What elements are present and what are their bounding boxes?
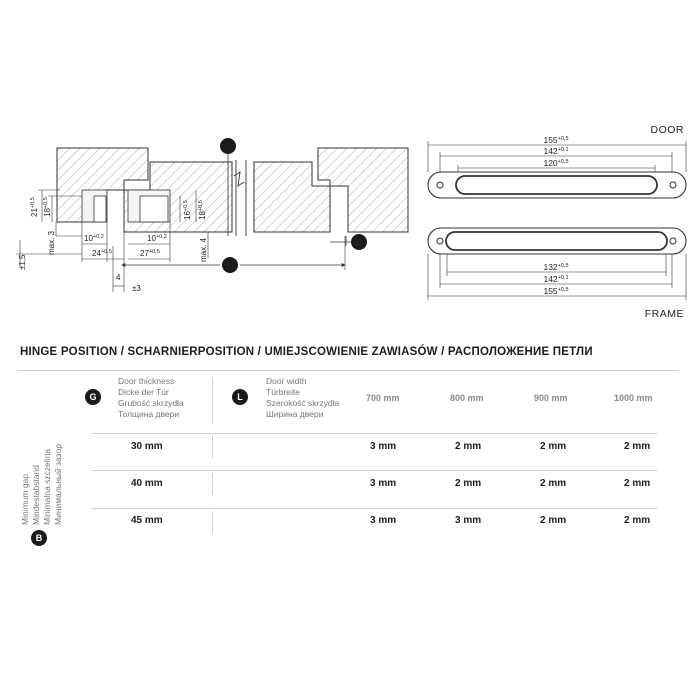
b-marker-label: B [356,238,363,248]
row-1-thickness: 30 mm [131,441,163,452]
col-800: 800 mm [450,393,484,403]
door-plate [427,171,687,199]
hinge-technical-drawing: G B L 21+0,5 18+0,5 max. 3 10+0,2 24+0 [16,124,687,320]
row-divider [92,470,657,471]
frame-label: FRAME [645,308,684,320]
frame-dim-142: 142+0,1 [543,274,568,284]
g-marker-label: G [224,142,231,152]
break-lines [233,160,247,236]
dim-24: 24+0,5 [92,249,112,258]
g-marker-circle [220,138,236,154]
dim-10-frame: 10+0,2 [84,234,104,243]
l-badge: L [232,389,248,405]
right-frame-section [317,147,409,233]
row-2-700: 3 mm [370,478,397,489]
dim-10-door: 10+0,2 [147,234,167,243]
dim-4: 4 [116,273,121,282]
dim-18-frame: 18+0,5 [43,197,52,217]
dim-max-3: max. 3 [47,230,56,255]
row-3-900: 2 mm [540,515,567,526]
minimum-gap-header: Minimum gap Mindestabstand Minimalna szc… [20,444,63,525]
door-hinge-pocket [127,189,171,223]
table-title: HINGE POSITION / SCHARNIERPOSITION / UMI… [20,346,593,358]
row-2-thickness: 40 mm [131,478,163,489]
door-label: DOOR [651,124,685,136]
frame-dim-132: 132+0,5 [543,262,568,272]
row-separator [212,436,213,458]
row-2-800: 2 mm [455,478,482,489]
dim-max-4: max. 4 [199,237,208,262]
header-separator [212,378,213,424]
b-badge: B [31,530,47,546]
row-1-1000: 2 mm [624,441,651,452]
title-divider [18,370,678,371]
col-700: 700 mm [366,393,400,403]
col-900: 900 mm [534,393,568,403]
door-dim-120: 120+0,5 [543,158,568,168]
g-badge: G [85,389,101,405]
row-3-1000: 2 mm [624,515,651,526]
b-marker-circle [351,234,367,250]
row-divider [92,433,657,434]
frame-hinge-pocket [81,189,108,223]
dim-27: 27+0,5 [140,249,160,258]
l-marker-circle [222,257,238,273]
col-1000: 1000 mm [614,393,653,403]
door-dim-155: 155+0,5 [543,135,568,145]
row-2-900: 2 mm [540,478,567,489]
dim-16: 16+0,5 [183,200,192,220]
dim-pm-1-5: ±1,5 [18,254,27,270]
dim-21: 21+0,5 [30,197,39,217]
frame-plate [427,227,687,255]
row-separator [212,511,213,533]
row-3-thickness: 45 mm [131,515,163,526]
row-2-1000: 2 mm [624,478,651,489]
row-1-900: 2 mm [540,441,567,452]
row-1-800: 2 mm [455,441,482,452]
door-width-header: Door width Türbreite Szerokość skrzydła … [266,376,340,419]
dim-18-door: 18+0,5 [198,200,207,220]
l-marker-label: L [227,261,233,271]
frame-dim-155: 155+0,5 [543,286,568,296]
row-3-700: 3 mm [370,515,397,526]
row-divider [92,508,657,509]
row-1-700: 3 mm [370,441,397,452]
row-3-800: 3 mm [455,515,482,526]
door-thickness-header: Door thickness Dicke der Tür Grubość skr… [118,376,184,419]
row-separator [212,473,213,495]
dim-pm-3: ±3 [132,284,141,293]
door-dim-142: 142+0,1 [543,146,568,156]
